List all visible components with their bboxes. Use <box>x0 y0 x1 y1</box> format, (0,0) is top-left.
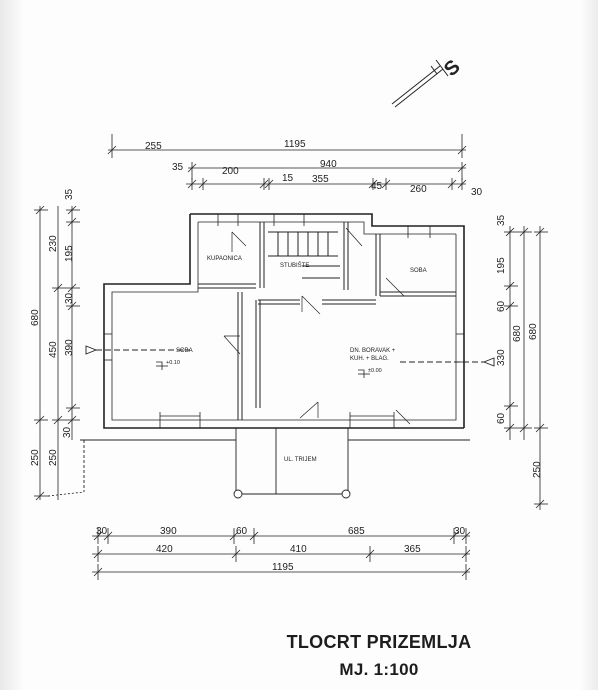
dim-bottom-seg-365: 365 <box>404 544 421 555</box>
dim-left-seg-450: 450 <box>48 341 59 358</box>
dim-right-seg-195: 195 <box>496 257 507 274</box>
dim-bottom-seg-420: 420 <box>156 544 173 555</box>
dim-top-left-offset: 255 <box>145 141 162 152</box>
level-label-boravak: ±0.00 <box>368 368 382 374</box>
left-dimension-lines <box>34 205 85 501</box>
dim-right-seg-60a: 60 <box>496 300 507 312</box>
level-marker-boravak-icon <box>358 369 370 378</box>
room-label-kupaonica: KUPAONICA <box>207 256 242 262</box>
room-label-boravak-line1: DN. BORAVAK + <box>350 348 396 354</box>
dim-top-seg-260: 260 <box>410 184 427 195</box>
drawing-title: TLOCRT PRIZEMLJA <box>286 632 472 652</box>
dim-left-overall: 680 <box>30 309 41 326</box>
room-label-soba-left: SOBA <box>176 348 193 354</box>
level-label-soba: +0.10 <box>166 360 180 366</box>
level-marker-soba-icon <box>156 361 168 370</box>
dim-left-seg-250b: 250 <box>48 449 59 466</box>
dim-bottom-overall: 1195 <box>272 562 294 573</box>
dim-bottom-seg-390: 390 <box>160 526 177 537</box>
dim-right-seg-60b: 60 <box>496 412 507 424</box>
dim-left-seg-35: 35 <box>64 188 75 200</box>
door-swings <box>223 227 411 425</box>
north-label: S <box>440 56 465 81</box>
dim-right-seg-250: 250 <box>532 461 543 478</box>
dim-top-seg-355: 355 <box>312 174 329 185</box>
dim-top-overall: 1195 <box>284 139 306 150</box>
dim-left-seg-390: 390 <box>64 339 75 356</box>
right-dimension-lines <box>504 226 548 510</box>
dim-top-seg-15: 15 <box>282 173 294 184</box>
dim-left-seg-250a: 250 <box>30 449 41 466</box>
room-label-boravak-line2: KUH. + BLAG. <box>350 356 389 362</box>
top-dimension-lines <box>107 134 467 190</box>
section-cut-lines <box>85 345 495 367</box>
drawing-scale: MJ. 1:100 <box>339 660 419 679</box>
windows <box>104 214 464 428</box>
entrance-porch <box>80 428 470 499</box>
sheet-shadow-left <box>0 0 22 690</box>
interior-walls <box>198 222 456 420</box>
dim-right-seg-35: 35 <box>496 214 507 226</box>
dim-bottom-seg-410: 410 <box>290 544 307 555</box>
sheet-shadow-right <box>582 0 598 690</box>
dim-top-seg-200: 200 <box>222 166 239 177</box>
room-label-stubiste: STUBIŠTE <box>280 262 309 269</box>
dim-right-seg-680b: 680 <box>528 323 539 340</box>
dim-top-seg-30: 30 <box>471 187 483 198</box>
north-arrow-icon <box>391 59 449 108</box>
room-label-ulaz: UL. TRIJEM <box>284 457 317 463</box>
dim-bottom-seg-30a: 30 <box>96 526 108 537</box>
dim-right-seg-680a: 680 <box>512 325 523 342</box>
building-outline <box>103 213 465 429</box>
dim-left-seg-30a: 30 <box>64 292 75 304</box>
dim-bottom-seg-30b: 30 <box>454 526 466 537</box>
dim-top-seg-35: 35 <box>172 162 184 173</box>
dim-left-seg-230: 230 <box>48 235 59 252</box>
dim-top-seg-45: 45 <box>371 181 383 192</box>
dim-top-inner: 940 <box>320 159 337 170</box>
dim-right-seg-330: 330 <box>496 349 507 366</box>
dim-bottom-seg-60: 60 <box>236 526 248 537</box>
dim-bottom-seg-685: 685 <box>348 526 365 537</box>
room-label-soba-upper: SOBA <box>410 268 427 274</box>
bottom-dimension-lines <box>92 528 471 580</box>
dim-left-seg-195: 195 <box>64 245 75 262</box>
dim-left-seg-30b: 30 <box>62 426 73 438</box>
